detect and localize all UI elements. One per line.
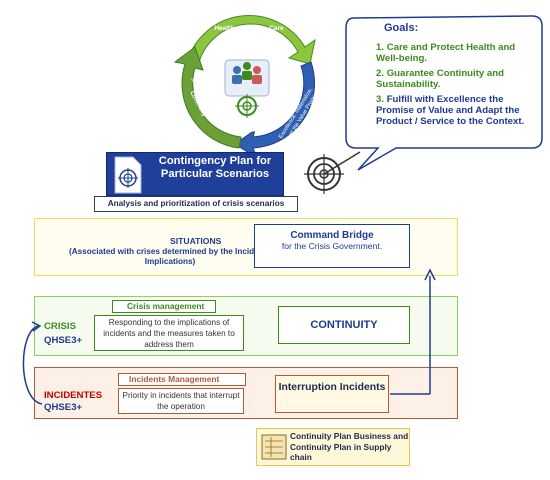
crisis-label: CRISIS — [44, 321, 76, 332]
command-bridge-subtitle: for the Crisis Government. — [281, 241, 383, 251]
incidents-management-label: Incidents Management — [118, 373, 246, 386]
goal-item: 1. Care and Protect Health and Well-bein… — [376, 42, 516, 64]
crisis-code: QHSE3+ — [44, 335, 83, 346]
command-bridge-box: Command Bridge for the Crisis Government… — [254, 224, 410, 268]
smart-decisions-arc — [173, 46, 242, 149]
health-label-line1: Health: Self-care, Care — [214, 25, 284, 32]
crisis-description: Responding to the implications of incide… — [94, 315, 244, 351]
business-continuity-plan-text: Continuity Plan Business and Continuity … — [290, 431, 409, 462]
contingency-plan-subtitle: Analysis and prioritization of crisis sc… — [94, 196, 298, 212]
contingency-plan-title: Contingency Plan for Particular Scenario… — [158, 155, 272, 180]
continuity-box: CONTINUITY — [278, 306, 410, 344]
blueprint-icon — [261, 434, 287, 460]
goals-title: Goals: — [384, 22, 419, 34]
business-continuity-plan-box: Continuity Plan Business and Continuity … — [256, 428, 410, 466]
incidents-description: Priority in incidents that interrupt the… — [118, 388, 244, 414]
goal-item: 2. Guarantee Continuity and Sustainabili… — [376, 68, 504, 90]
command-bridge-title: Command Bridge — [290, 230, 374, 241]
health-continuity-cycle: Health: Self-care, Care and Protect. Exc… — [173, 15, 327, 160]
situations-description: (Associated with crises determined by th… — [68, 247, 271, 266]
interruption-incidents-box: Interruption Incidents — [275, 375, 389, 413]
document-target-icon — [114, 156, 142, 194]
situations-title: SITUATIONS — [170, 236, 222, 246]
team-icon — [224, 59, 270, 118]
goals-callout — [345, 15, 543, 171]
contingency-plan-header: Contingency Plan for Particular Scenario… — [106, 152, 284, 196]
crisis-management-label: Crisis management — [112, 300, 216, 313]
target-icon — [304, 151, 361, 194]
goal-item: 3. Fulfill with Excellence the Promise o… — [376, 94, 525, 127]
health-label-line2: and Protect. — [237, 33, 272, 40]
incidents-label: INCIDENTES — [44, 390, 103, 401]
incidents-code: QHSE3+ — [44, 402, 83, 413]
